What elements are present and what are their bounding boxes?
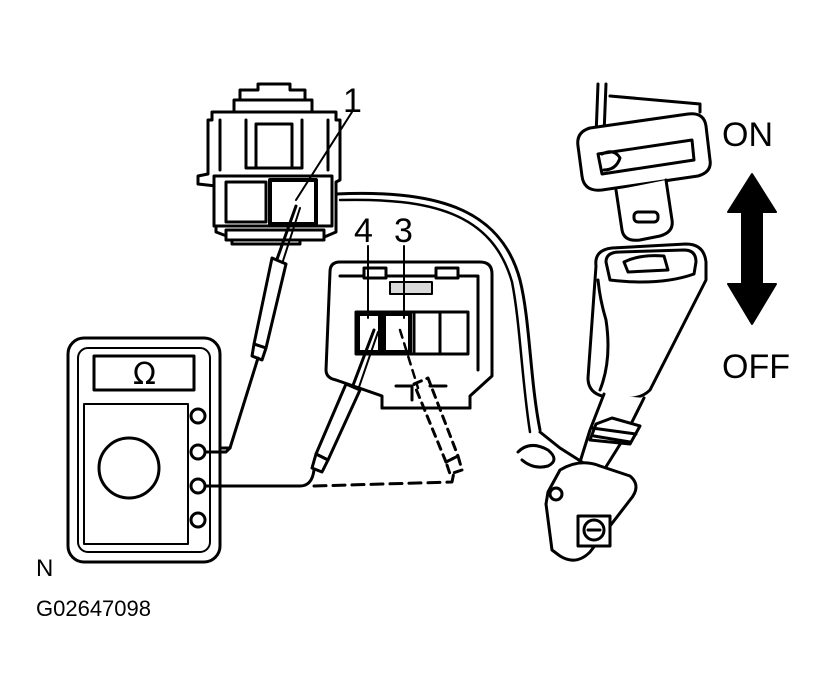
callout-label-1: 1 — [343, 82, 362, 120]
callout-label-3: 3 — [394, 212, 413, 250]
sensor-connector — [196, 82, 342, 246]
callout-line-1 — [295, 111, 353, 201]
callout-label-4: 4 — [354, 212, 373, 250]
meter-lead-pin3-alternate — [312, 470, 456, 488]
figure-code: G02647098 — [36, 596, 151, 621]
meter-lead-pin4 — [203, 468, 316, 488]
probe-pin3-alternate — [398, 328, 464, 476]
buckle-on-label: ON — [722, 116, 773, 154]
ohm-display-text: Ω — [133, 357, 156, 392]
buckle-off-label: OFF — [722, 348, 790, 386]
wire-clip — [516, 430, 584, 469]
sensor-wire — [334, 191, 542, 432]
seatbelt-assembly — [544, 82, 712, 562]
ohmmeter — [66, 336, 222, 564]
on-off-double-arrow — [727, 173, 777, 325]
probe-pin4 — [310, 328, 379, 474]
meter-lead-pin1 — [203, 446, 232, 454]
corner-label: N — [36, 555, 53, 582]
